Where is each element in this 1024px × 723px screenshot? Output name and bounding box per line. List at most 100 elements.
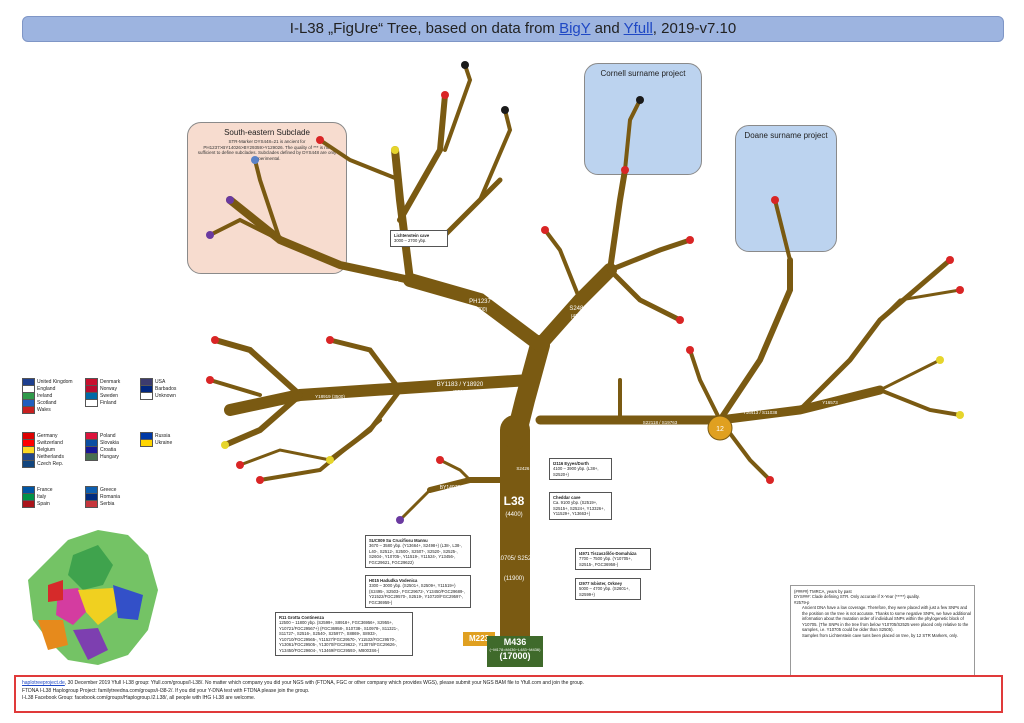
node-count-label: 12 (716, 426, 724, 433)
sample-marker (251, 156, 259, 164)
map-region (56, 588, 88, 625)
by14072-age: (4400) (443, 492, 458, 498)
box-title: I2116 Eyyes/Dorth (553, 461, 589, 466)
branch-labels: L38 (4400) Y10705/ S2525 (11900) S24121 … (315, 232, 838, 582)
y16413-label: Y16413 / S11038 (743, 410, 778, 415)
legend-flags-1: United Kingdom England Ireland Scotland … (22, 377, 73, 414)
legend-item: Serbia (85, 499, 120, 508)
title-and: and (590, 20, 624, 37)
sample-marker (636, 96, 644, 104)
y18919-label: Y18919 (3500) (315, 394, 345, 399)
box-text: 3670 – 3580 ybp. (Y13664+, S2498+) (L38-… (369, 543, 462, 565)
sample-marker (946, 256, 954, 264)
title-suffix: , 2019-v7.10 (652, 20, 737, 37)
sample-marker (226, 196, 234, 204)
flag-icon (140, 438, 153, 447)
map-region (48, 580, 63, 602)
flag-icon (22, 459, 35, 468)
box-text: 12500 – 11800 ybp. (S2599+, S8918+, FGC3… (279, 620, 399, 653)
box-text: 3300 – 3000 ybp. (S2501+, S2509+, Y11519… (369, 583, 465, 605)
sample-marker (501, 106, 509, 114)
flag-icon (85, 398, 98, 407)
legend-flags-6: Russia Ukraine (140, 431, 172, 447)
box-title: Cheddar cave (553, 495, 581, 500)
sample-marker (766, 476, 774, 484)
by14072-label: BY14072 (440, 485, 461, 491)
legend-flags-4: Germany Switzerland Belgium Netherlands … (22, 431, 64, 468)
note-line: Ancient DNA have a low coverage. Therefo… (802, 605, 971, 633)
branch-s24121 (535, 385, 885, 425)
legend-item: Wales (22, 405, 73, 414)
m436-root-node: M436 (~M178=M436~L483~M436) (17000) (487, 636, 543, 667)
legend-item: Unknown (140, 391, 176, 400)
s24121-age: (4100) (583, 437, 598, 443)
flag-icon (22, 499, 35, 508)
sample-marker (541, 226, 549, 234)
note-line: Samples from Lichtenstein cave tuns been… (802, 632, 958, 638)
map-region (78, 588, 118, 625)
m436-sub: (~M178=M436~L483~M436) (489, 646, 541, 652)
note-line: #2579-p (794, 599, 810, 605)
note-line: (#####) TMRCA, years by past (794, 589, 852, 594)
box-title: R11 Grotta Continenza (279, 615, 324, 620)
by1183-label: BY1183 / Y18920 (437, 382, 484, 388)
legend-flags-5: Poland Slovakia Croatia Hungary (85, 431, 119, 461)
l38-label: L38 (504, 494, 525, 508)
map-region (38, 620, 68, 650)
footer-line-2: FTDNA I-L38 Haplogroup Project: familytr… (22, 687, 310, 694)
by1183-age: (3500) (453, 390, 468, 396)
sample-marker (436, 456, 444, 464)
bigy-link[interactable]: BigY (559, 20, 591, 37)
flag-icon (85, 452, 98, 461)
sample-marker (461, 61, 469, 69)
y10705-label: Y10705/ S2525 (493, 556, 535, 562)
sample-marker (686, 346, 694, 354)
tree-branches (208, 63, 962, 655)
cornell-surname-panel: Cornell surname project (584, 63, 702, 175)
l38-age: (4400) (505, 512, 522, 518)
box-title: I2977 Isbister, Orkney (579, 581, 623, 586)
panel-title: Cornell surname project (600, 69, 686, 78)
haplotree-link[interactable]: haplotreeproject.de (22, 680, 65, 686)
title-bar: I-L38 „FigUre“ Tree, based on data from … (22, 16, 1004, 42)
sample-marker (206, 376, 214, 384)
sample-marker (256, 476, 264, 484)
ph1237-label: PH1237 (469, 299, 491, 305)
m436-age: (17000) (499, 651, 531, 662)
sample-marker (221, 441, 229, 449)
sample-marker (391, 146, 399, 154)
footer-line-3: I-L38 Facebook Group: facebook.com/group… (22, 695, 256, 701)
branch-ph1237 (403, 273, 547, 352)
flag-icon (140, 391, 153, 400)
note-line: DYS###: Clade defining STR. Only accurat… (794, 594, 920, 600)
sample-marker (676, 316, 684, 324)
map-region (113, 585, 143, 620)
legend-item: Ukraine (140, 438, 172, 447)
europe-map (18, 510, 168, 670)
legend-item: Hungary (85, 452, 119, 461)
footer-box: haplotreeproject.de, 30 December 2019 Yf… (14, 675, 1003, 713)
sample-marker (771, 196, 779, 204)
map-region (73, 628, 108, 660)
panel-note: STR-Marker DYS448=21 is ancient for PH12… (197, 139, 337, 161)
map-region (68, 545, 113, 590)
sample-marker (316, 136, 324, 144)
sample-marker (621, 166, 629, 174)
box-title: Lichtenstein cave (394, 233, 430, 238)
footer-line-1: haplotreeproject.de, 30 December 2019 Yf… (22, 680, 584, 686)
yfull-link[interactable]: Yfull (623, 20, 653, 37)
box-text: Ca. 9100 ybp. (S2519+, S2515+, S2524+, Y… (553, 500, 605, 517)
sample-marker (956, 286, 964, 294)
box-text: 3000 – 2700 ybp. (394, 238, 427, 244)
box-title: SUC009 Su Crucifissu Mannu (369, 538, 428, 543)
s24121-label: S24121 (580, 429, 601, 435)
sample-marker (441, 91, 449, 99)
flag-icon (22, 405, 35, 414)
